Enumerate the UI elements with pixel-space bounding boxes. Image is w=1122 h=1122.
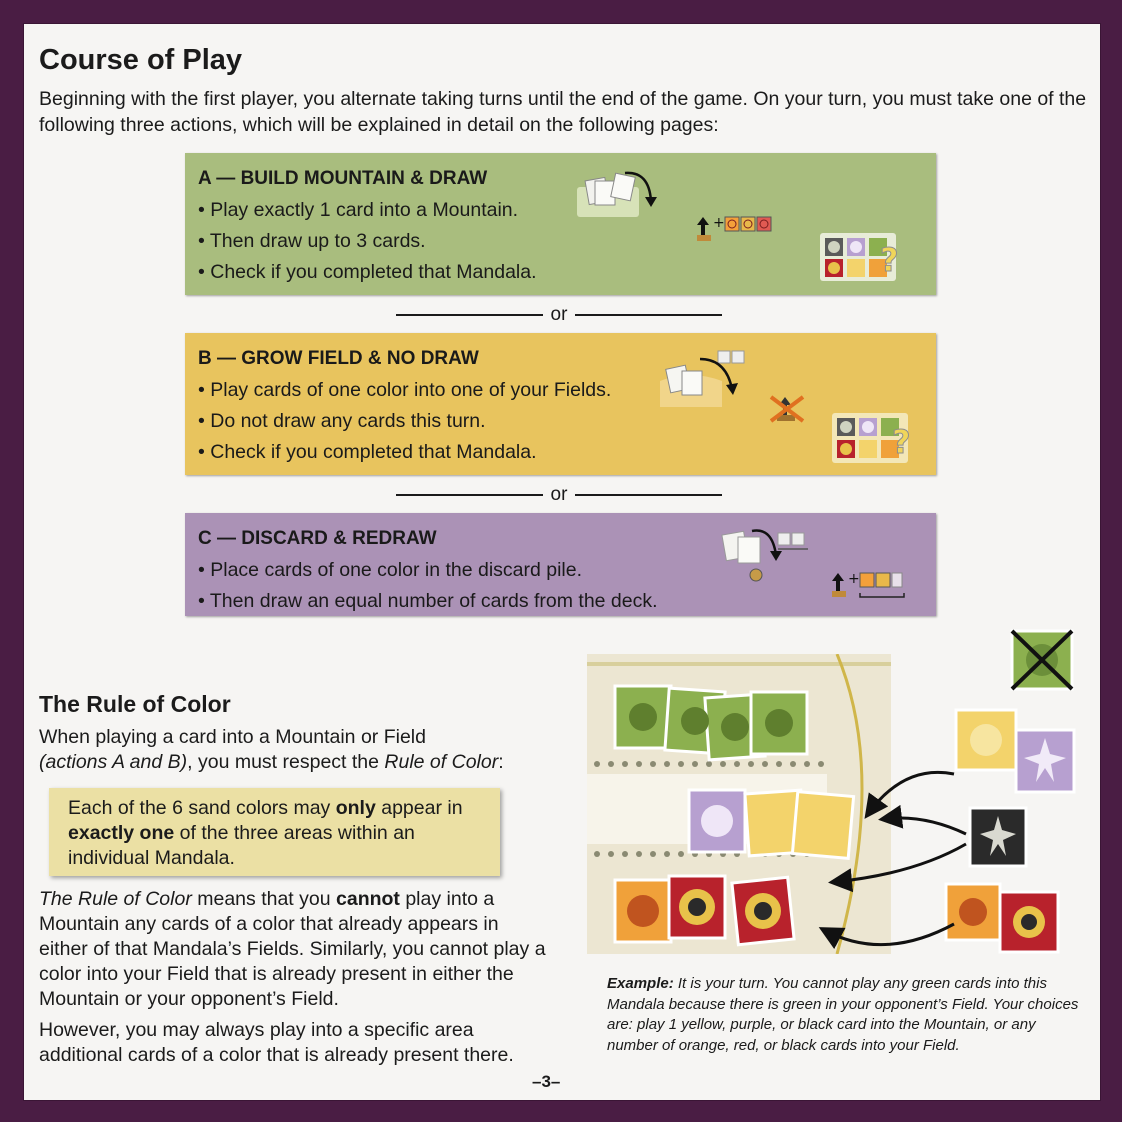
rule-of-color-heading: The Rule of Color: [39, 691, 231, 717]
page-number: –3–: [532, 1072, 561, 1091]
separator-label: or: [550, 304, 568, 325]
no-draw-icon: [769, 395, 805, 423]
action-b-list: • Play cards of one color into one of yo…: [198, 375, 611, 468]
play-card-mountain-icon: [577, 171, 657, 217]
play-card-field-icon: [660, 350, 745, 407]
separator-1: or: [396, 303, 722, 327]
action-a-list: • Play exactly 1 card into a Mountain. •…: [198, 195, 537, 288]
mountain-cards: [687, 788, 856, 860]
separator-2: or: [396, 483, 722, 507]
svg-text:?: ?: [880, 241, 899, 279]
draw-cards-icon: +: [697, 215, 772, 241]
action-c-box: C — DISCARD & REDRAW • Place cards of on…: [185, 513, 936, 616]
list-item: • Then draw an equal number of cards fro…: [198, 590, 658, 612]
rule-explanation-paragraph: The Rule of Color means that you cannot …: [39, 888, 546, 1010]
check-mandala-icon: ?: [820, 233, 899, 281]
list-item: • Check if you completed that Mandala.: [198, 441, 537, 463]
list-item: • Check if you completed that Mandala.: [198, 261, 537, 283]
list-item: • Then draw up to 3 cards.: [198, 230, 426, 252]
check-mandala-icon: ?: [832, 413, 911, 463]
action-b-title: B — GROW FIELD & NO DRAW: [198, 348, 479, 369]
action-c-list: • Place cards of one color in the discar…: [198, 555, 658, 617]
hand-card-orange: [944, 882, 1002, 942]
svg-text:+: +: [713, 215, 725, 231]
mandala-example-illustration: [587, 654, 891, 954]
action-a-title: A — BUILD MOUNTAIN & DRAW: [198, 168, 488, 189]
list-item: • Do not draw any cards this turn.: [198, 410, 486, 432]
rulebook-page: Course of Play Beginning with the first …: [24, 24, 1100, 1100]
hand-card-purple: [1014, 728, 1076, 794]
rule-callout-text: Each of the 6 sand colors may only appea…: [68, 797, 463, 869]
redraw-cards-icon: +: [832, 571, 905, 598]
page-title: Course of Play: [39, 44, 243, 76]
hand-card-red: [998, 890, 1060, 954]
green-card-crossed-out: [1010, 629, 1074, 691]
example-caption: Example: It is your turn. You cannot pla…: [607, 975, 1079, 1054]
list-item: • Play cards of one color into one of yo…: [198, 379, 612, 401]
rule-intro: When playing a card into a Mountain or F…: [39, 726, 504, 773]
opponent-field-cards: [613, 684, 809, 762]
discard-cards-icon: [721, 529, 808, 582]
intro-paragraph: Beginning with the first player, you alt…: [39, 88, 1087, 136]
hand-card-yellow: [954, 708, 1018, 772]
svg-text:?: ?: [892, 423, 911, 461]
rule-exception-paragraph: However, you may always play into a spec…: [39, 1019, 514, 1066]
action-a-box: A — BUILD MOUNTAIN & DRAW • Play exactly…: [185, 153, 936, 295]
list-item: • Place cards of one color in the discar…: [198, 559, 583, 581]
list-item: • Play exactly 1 card into a Mountain.: [198, 199, 519, 221]
svg-text:+: +: [848, 571, 860, 587]
action-b-box: B — GROW FIELD & NO DRAW • Play cards of…: [185, 333, 936, 475]
rule-callout-box: Each of the 6 sand colors may only appea…: [49, 788, 500, 876]
player-field-cards: [613, 874, 796, 947]
hand-card-black: [968, 806, 1028, 868]
separator-label: or: [550, 484, 568, 505]
action-c-title: C — DISCARD & REDRAW: [198, 528, 437, 549]
play-arrows: [818, 770, 967, 950]
